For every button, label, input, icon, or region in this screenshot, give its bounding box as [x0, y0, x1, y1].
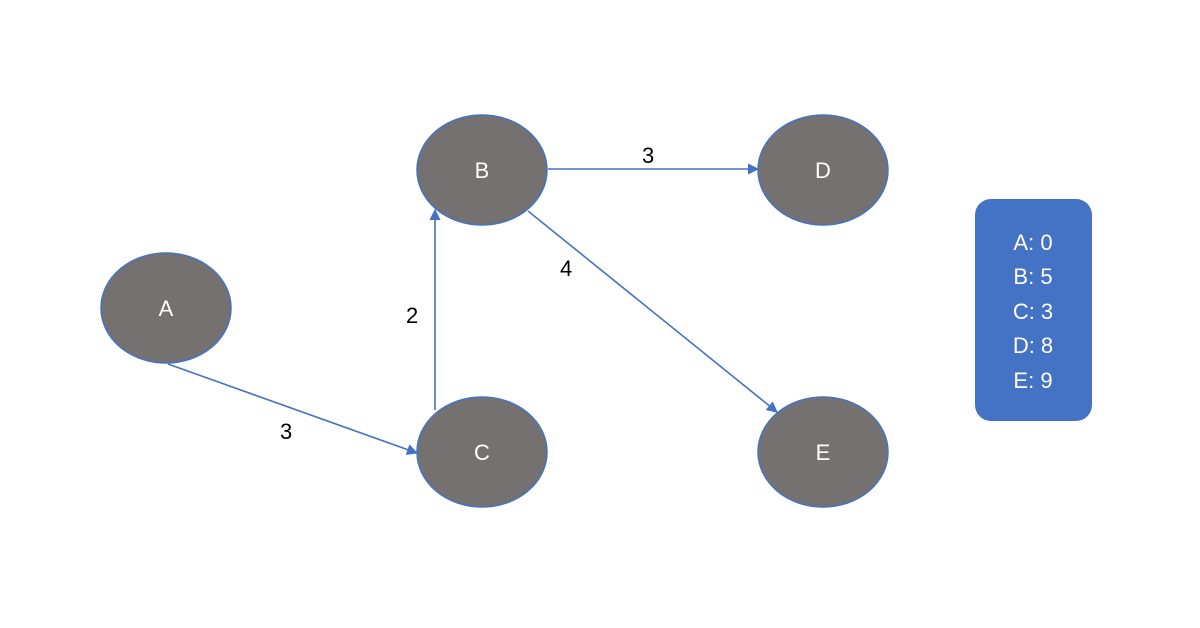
node-e-label: E — [816, 440, 831, 465]
node-c-label: C — [474, 440, 490, 465]
edges — [167, 163, 778, 455]
distance-c: C: 3 — [1013, 299, 1053, 324]
distance-legend: A: 0 B: 5 C: 3 D: 8 E: 9 — [975, 199, 1092, 421]
edge-weights: 3 2 3 4 — [280, 143, 654, 444]
distance-legend-box — [975, 199, 1092, 421]
edge-weight-b-d: 3 — [642, 143, 654, 168]
distance-b: B: 5 — [1013, 264, 1052, 289]
node-e: E — [757, 396, 889, 508]
node-b-label: B — [475, 158, 490, 183]
node-e-ellipse — [757, 396, 889, 508]
edge-weight-a-c: 3 — [280, 419, 292, 444]
node-d: D — [757, 114, 889, 226]
edge-b-to-e — [527, 210, 778, 413]
edge-a-to-c — [167, 363, 419, 455]
node-a-ellipse — [100, 252, 232, 364]
edge-weight-b-e: 4 — [560, 256, 572, 281]
distance-e: E: 9 — [1013, 368, 1052, 393]
node-b-ellipse — [416, 114, 548, 226]
node-d-ellipse — [757, 114, 889, 226]
node-a: A — [100, 252, 232, 364]
node-d-label: D — [815, 158, 831, 183]
edge-weight-c-b: 2 — [406, 303, 418, 328]
node-b: B — [416, 114, 548, 226]
node-c-ellipse — [416, 396, 548, 508]
node-c: C — [416, 396, 548, 508]
nodes: A B C D E — [100, 114, 889, 508]
node-a-label: A — [159, 296, 174, 321]
distance-d: D: 8 — [1013, 333, 1053, 358]
distance-a: A: 0 — [1013, 230, 1052, 255]
